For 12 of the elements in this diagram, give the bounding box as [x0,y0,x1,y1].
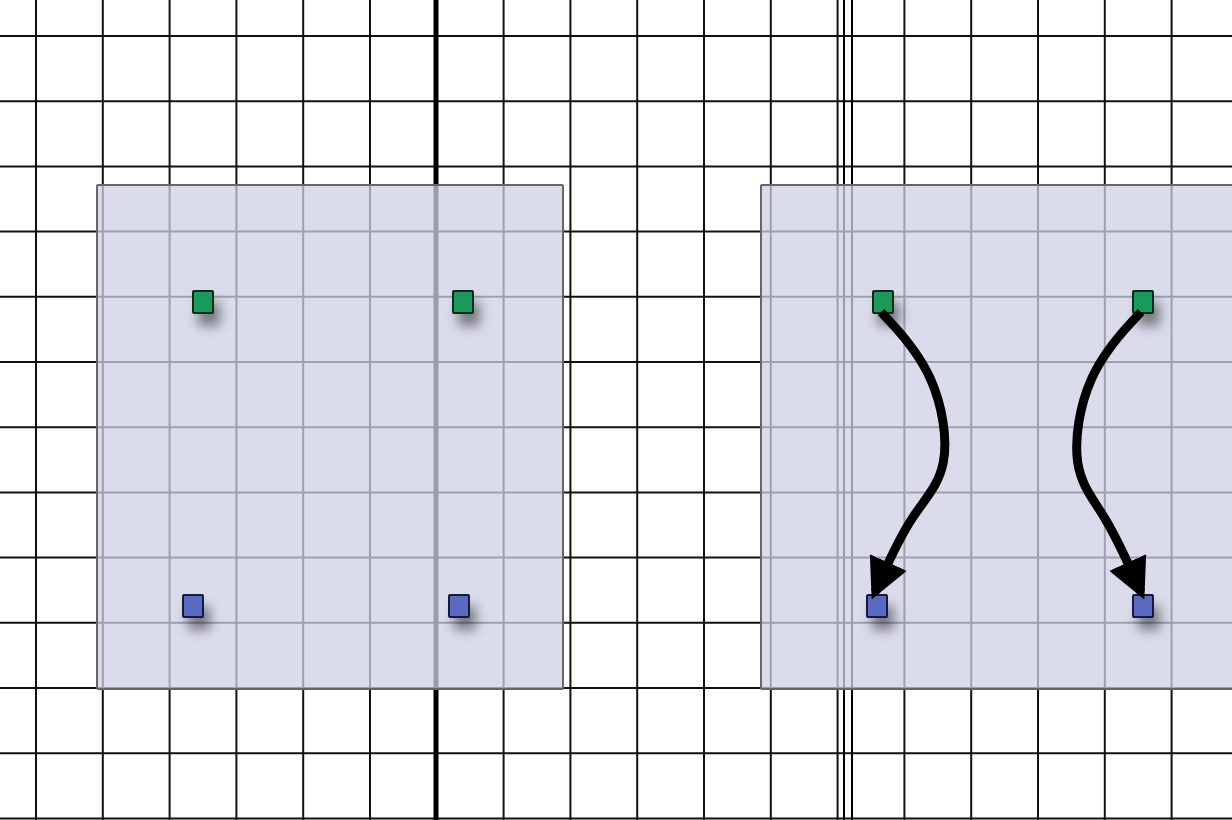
curved-arrow [869,308,950,600]
shaded-region [760,184,1232,690]
curved-arrow [1072,308,1147,600]
marker-square [452,290,474,314]
shaded-region [96,184,564,690]
marker-square [866,594,888,618]
marker-square [1132,290,1154,314]
marker-square [192,290,214,314]
marker-square [1132,594,1154,618]
marker-square [448,594,470,618]
marker-square [182,594,204,618]
marker-square [872,290,894,314]
